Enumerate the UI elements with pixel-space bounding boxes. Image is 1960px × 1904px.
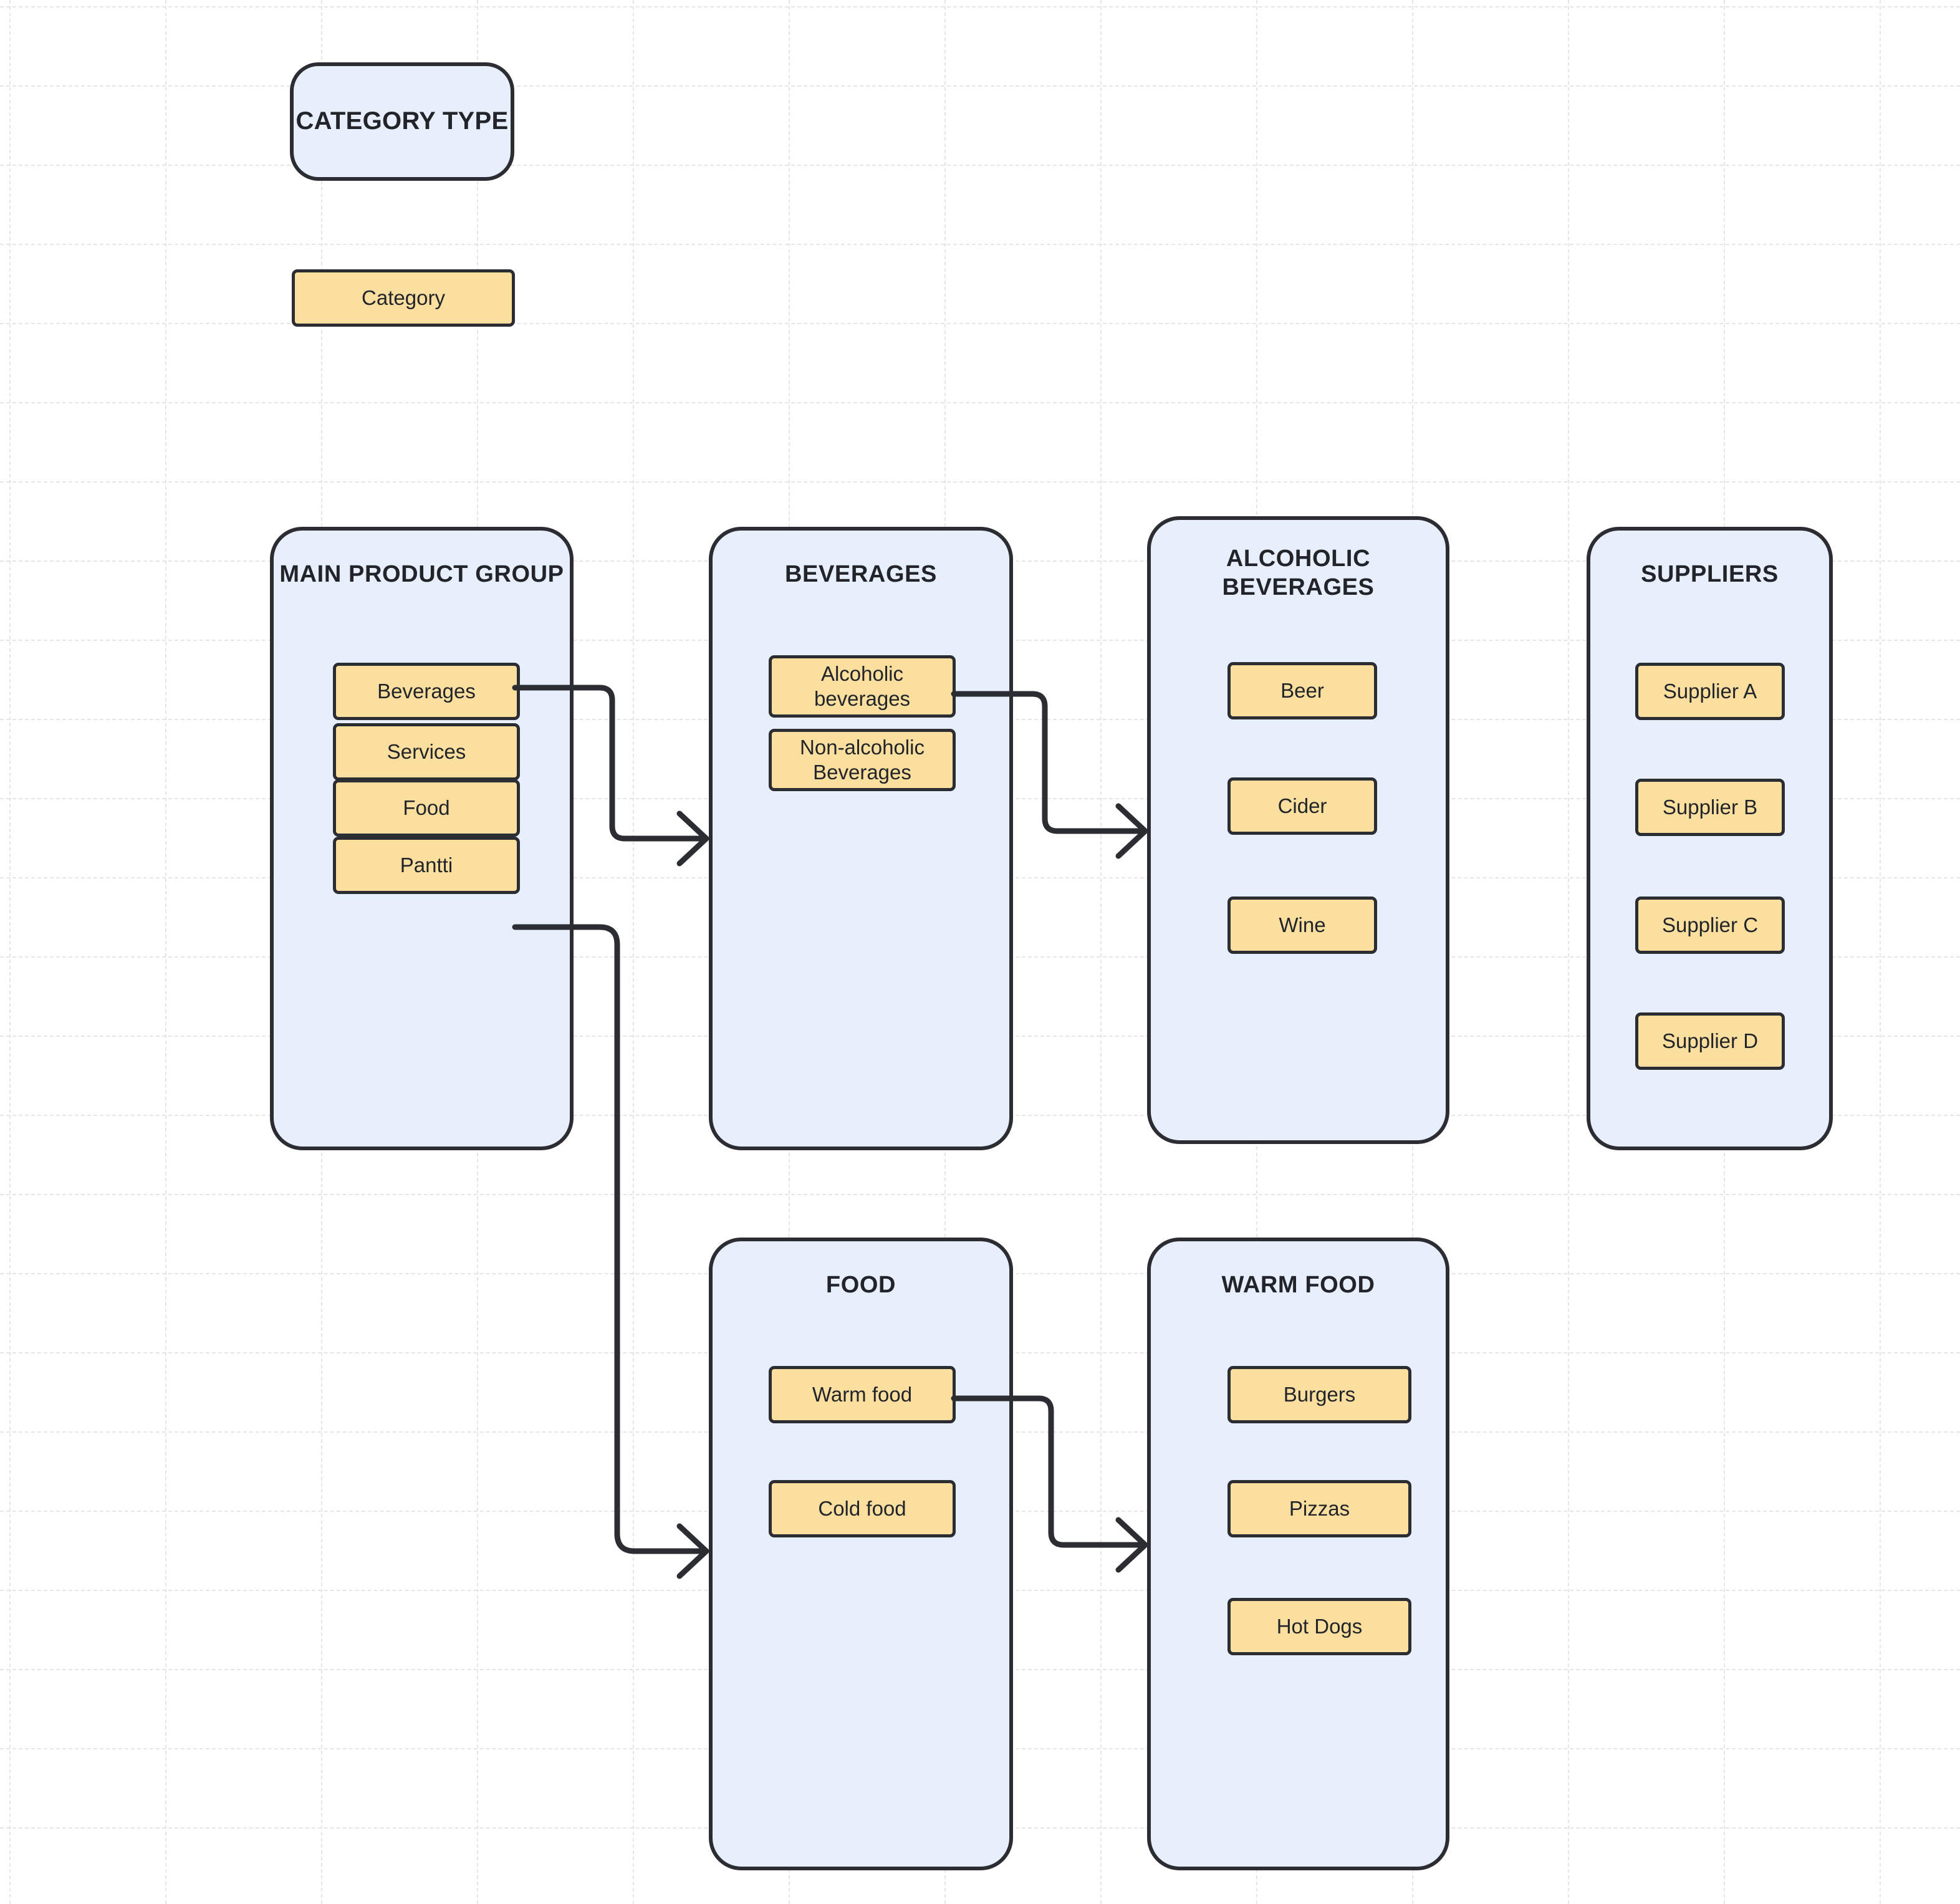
grid-line-vertical — [1100, 0, 1102, 1904]
item-non-alcoholic-beverages[interactable]: Non-alcoholic Beverages — [769, 729, 956, 791]
item-pantti[interactable]: Pantti — [333, 837, 520, 894]
group-warm-food[interactable]: WARM FOOD Burgers Pizzas Hot Dogs — [1147, 1238, 1449, 1870]
grid-line-horizontal — [0, 481, 1960, 483]
group-title-food: FOOD — [825, 1272, 896, 1298]
grid-line-horizontal — [0, 6, 1960, 7]
group-title-warm-food: WARM FOOD — [1221, 1272, 1375, 1298]
grid-line-vertical — [633, 0, 634, 1904]
item-food[interactable]: Food — [333, 779, 520, 837]
item-beer[interactable]: Beer — [1227, 662, 1377, 719]
group-alcoholic-beverages[interactable]: ALCOHOLIC BEVERAGES Beer Cider Wine — [1147, 516, 1449, 1144]
grid-line-horizontal — [0, 165, 1960, 166]
item-supplier-c[interactable]: Supplier C — [1635, 897, 1785, 954]
item-supplier-d[interactable]: Supplier D — [1635, 1012, 1785, 1070]
legend-category-chip[interactable]: Category — [292, 269, 515, 327]
group-main-product-group[interactable]: MAIN PRODUCT GROUP Beverages Services Fo… — [270, 527, 574, 1150]
grid-line-horizontal — [0, 244, 1960, 245]
item-alcoholic-beverages[interactable]: Alcoholic beverages — [769, 655, 956, 718]
grid-line-vertical — [165, 0, 166, 1904]
group-suppliers[interactable]: SUPPLIERS Supplier A Supplier B Supplier… — [1587, 527, 1833, 1150]
group-food[interactable]: FOOD Warm food Cold food — [709, 1238, 1013, 1870]
grid-line-horizontal — [0, 85, 1960, 87]
group-title-main-product-group: MAIN PRODUCT GROUP — [279, 561, 564, 587]
legend-category-type-shape[interactable]: CATEGORY TYPE — [290, 62, 514, 181]
item-warm-food[interactable]: Warm food — [769, 1366, 956, 1423]
item-cold-food[interactable]: Cold food — [769, 1480, 956, 1537]
item-cider[interactable]: Cider — [1227, 777, 1377, 835]
group-beverages[interactable]: BEVERAGES Alcoholic beverages Non-alcoho… — [709, 527, 1013, 1150]
grid-line-horizontal — [0, 1194, 1960, 1195]
group-title-suppliers: SUPPLIERS — [1641, 561, 1779, 587]
item-supplier-b[interactable]: Supplier B — [1635, 779, 1785, 836]
group-title-beverages: BEVERAGES — [784, 561, 937, 587]
group-title-alcoholic-beverages: ALCOHOLIC BEVERAGES — [1222, 546, 1375, 600]
grid-line-horizontal — [0, 402, 1960, 403]
item-hot-dogs[interactable]: Hot Dogs — [1227, 1598, 1411, 1655]
item-supplier-a[interactable]: Supplier A — [1635, 663, 1785, 720]
grid-line-vertical — [1568, 0, 1569, 1904]
item-services[interactable]: Services — [333, 723, 520, 781]
item-wine[interactable]: Wine — [1227, 897, 1377, 954]
item-pizzas[interactable]: Pizzas — [1227, 1480, 1411, 1537]
item-beverages[interactable]: Beverages — [333, 663, 520, 720]
item-burgers[interactable]: Burgers — [1227, 1366, 1411, 1423]
grid-line-horizontal — [0, 323, 1960, 324]
grid-line-vertical — [9, 0, 11, 1904]
grid-line-vertical — [1880, 0, 1881, 1904]
